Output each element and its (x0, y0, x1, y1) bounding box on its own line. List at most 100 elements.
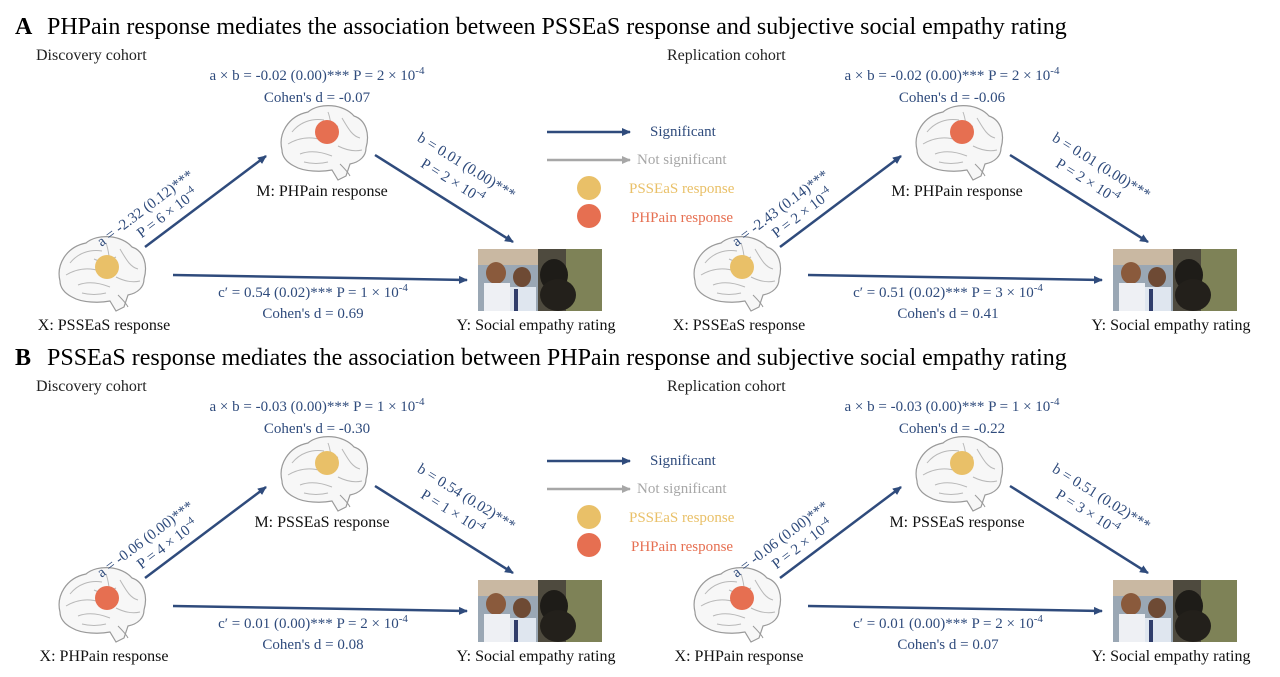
cohort-name: Replication cohort (667, 378, 786, 395)
indirect-effect-stat-exponent: -4 (1050, 396, 1060, 408)
panel-b-letter: B (15, 345, 31, 371)
mediator-label-text: M: PSSEaS response (889, 514, 1024, 531)
path-c-prime-stat-exponent: -4 (399, 613, 409, 625)
path-c-prime-stat: c′ = 0.01 (0.00)*** P = 2 × 10-4 (218, 613, 408, 632)
path-c-prime-cohens-d: Cohen's d = 0.69 (262, 306, 363, 322)
legend-psseas-dot (577, 176, 601, 200)
predictor-region-dot (95, 586, 119, 610)
path-c-prime-cohens-d-text: Cohen's d = 0.07 (897, 637, 999, 653)
predictor-label-text: X: PHPain response (40, 648, 169, 665)
legend-panel-a: Significant Not significant PSSEaS respo… (547, 124, 735, 228)
path-b-arrow (374, 484, 514, 575)
cohort-name: Discovery cohort (36, 378, 147, 395)
social-scene-image (478, 580, 602, 642)
path-a-arrow (144, 155, 267, 248)
cohort-name-text: Discovery cohort (36, 47, 147, 64)
indirect-effect-stat-text: a × b = -0.02 (0.00)*** P = 2 × 10 (210, 68, 416, 84)
legend-significant-label: Significant (650, 453, 717, 469)
mediator-label: M: PHPain response (891, 183, 1023, 200)
photo-icon (478, 249, 602, 311)
path-a-arrow (779, 155, 902, 248)
path-c-prime-arrow (807, 273, 1103, 284)
path-b-arrow (1009, 153, 1149, 244)
legend-not-significant-label: Not significant (637, 152, 727, 168)
path-c-prime-cohens-d: Cohen's d = 0.07 (897, 637, 999, 653)
path-c-prime-stat-text: c′ = 0.54 (0.02)*** P = 1 × 10 (218, 285, 399, 301)
path-c-prime-stat-exponent: -4 (399, 282, 409, 294)
social-scene-image (1113, 249, 1237, 311)
indirect-effect-stat: a × b = -0.02 (0.00)*** P = 2 × 10-4 (210, 65, 425, 84)
predictor-label: X: PSSEaS response (673, 317, 805, 334)
predictor-region-dot (730, 586, 754, 610)
predictor-brain (693, 566, 782, 643)
predictor-label: X: PHPain response (40, 648, 169, 665)
mediation-diagram-b-replication: Replication cohort a × b = -0.03 (0.00)**… (667, 378, 1250, 665)
path-b-arrow (1009, 484, 1149, 575)
mediator-brain (915, 435, 1004, 512)
photo-icon (1113, 249, 1237, 311)
path-c-prime-cohens-d-text: Cohen's d = 0.41 (897, 306, 998, 322)
path-c-prime-stat: c′ = 0.51 (0.02)*** P = 3 × 10-4 (853, 282, 1043, 301)
indirect-effect-cohens-d-text: Cohen's d = -0.30 (264, 421, 370, 437)
path-c-prime-stat-text: c′ = 0.01 (0.00)*** P = 2 × 10 (853, 616, 1034, 632)
cohort-name-text: Replication cohort (667, 378, 786, 395)
mediator-label-text: M: PHPain response (891, 183, 1023, 200)
indirect-effect-stat: a × b = -0.02 (0.00)*** P = 2 × 10-4 (845, 65, 1060, 84)
mediator-label-text: M: PSSEaS response (254, 514, 389, 531)
predictor-brain (693, 235, 782, 312)
path-c-prime-cohens-d-text: Cohen's d = 0.69 (262, 306, 363, 322)
legend-phpain-label: PHPain response (631, 210, 733, 226)
indirect-effect-cohens-d-text: Cohen's d = -0.06 (899, 90, 1006, 106)
mediator-label: M: PHPain response (256, 183, 388, 200)
outcome-label: Y: Social empathy rating (1092, 317, 1251, 334)
mediation-diagram-a-replication: Replication cohort a × b = -0.02 (0.00)**… (667, 47, 1250, 334)
outcome-label: Y: Social empathy rating (457, 648, 616, 665)
outcome-label: Y: Social empathy rating (1092, 648, 1251, 665)
cohort-name: Replication cohort (667, 47, 786, 64)
cohort-name: Discovery cohort (36, 47, 147, 64)
mediator-region-dot (950, 451, 974, 475)
photo-icon (478, 580, 602, 642)
indirect-effect-stat-text: a × b = -0.03 (0.00)*** P = 1 × 10 (210, 399, 416, 415)
predictor-brain (58, 566, 147, 643)
path-a-arrow (779, 486, 902, 579)
path-c-prime-arrow (172, 273, 468, 284)
path-c-prime-stat-exponent: -4 (1034, 282, 1044, 294)
legend-psseas-label: PSSEaS response (629, 510, 735, 526)
outcome-label-text: Y: Social empathy rating (457, 317, 616, 334)
legend-psseas-label: PSSEaS response (629, 181, 735, 197)
outcome-label-text: Y: Social empathy rating (457, 648, 616, 665)
outcome-label: Y: Social empathy rating (457, 317, 616, 334)
path-c-prime-stat-text: c′ = 0.01 (0.00)*** P = 2 × 10 (218, 616, 399, 632)
social-scene-image (1113, 580, 1237, 642)
path-c-prime-stat: c′ = 0.01 (0.00)*** P = 2 × 10-4 (853, 613, 1043, 632)
path-a-arrow (144, 486, 267, 579)
path-c-prime-stat-exponent: -4 (1034, 613, 1044, 625)
outcome-label-text: Y: Social empathy rating (1092, 648, 1251, 665)
path-c-prime-stat: c′ = 0.54 (0.02)*** P = 1 × 10-4 (218, 282, 408, 301)
indirect-effect-cohens-d: Cohen's d = -0.06 (899, 90, 1006, 106)
legend-significant-label: Significant (650, 124, 717, 140)
indirect-effect-cohens-d-text: Cohen's d = -0.07 (264, 90, 371, 106)
indirect-effect-cohens-d: Cohen's d = -0.07 (264, 90, 371, 106)
indirect-effect-cohens-d: Cohen's d = -0.22 (899, 421, 1005, 437)
path-c-prime-arrow (807, 604, 1103, 615)
indirect-effect-stat-text: a × b = -0.03 (0.00)*** P = 1 × 10 (845, 399, 1051, 415)
predictor-region-dot (95, 255, 119, 279)
path-c-prime-arrow (172, 604, 468, 615)
predictor-region-dot (730, 255, 754, 279)
mediator-region-dot (950, 120, 974, 144)
path-c-prime-cohens-d-text: Cohen's d = 0.08 (262, 637, 363, 653)
predictor-label-text: X: PSSEaS response (38, 317, 170, 334)
indirect-effect-stat: a × b = -0.03 (0.00)*** P = 1 × 10-4 (845, 396, 1060, 415)
indirect-effect-cohens-d: Cohen's d = -0.30 (264, 421, 370, 437)
mediator-label: M: PSSEaS response (889, 514, 1024, 531)
indirect-effect-stat-exponent: -4 (415, 65, 425, 77)
predictor-brain (58, 235, 147, 312)
mediator-label: M: PSSEaS response (254, 514, 389, 531)
path-c-prime-cohens-d: Cohen's d = 0.41 (897, 306, 998, 322)
path-c-prime-stat-text: c′ = 0.51 (0.02)*** P = 3 × 10 (853, 285, 1034, 301)
mediation-diagram-a-discovery: Discovery cohort a × b = -0.02 (0.00)*** … (36, 47, 615, 334)
photo-icon (1113, 580, 1237, 642)
